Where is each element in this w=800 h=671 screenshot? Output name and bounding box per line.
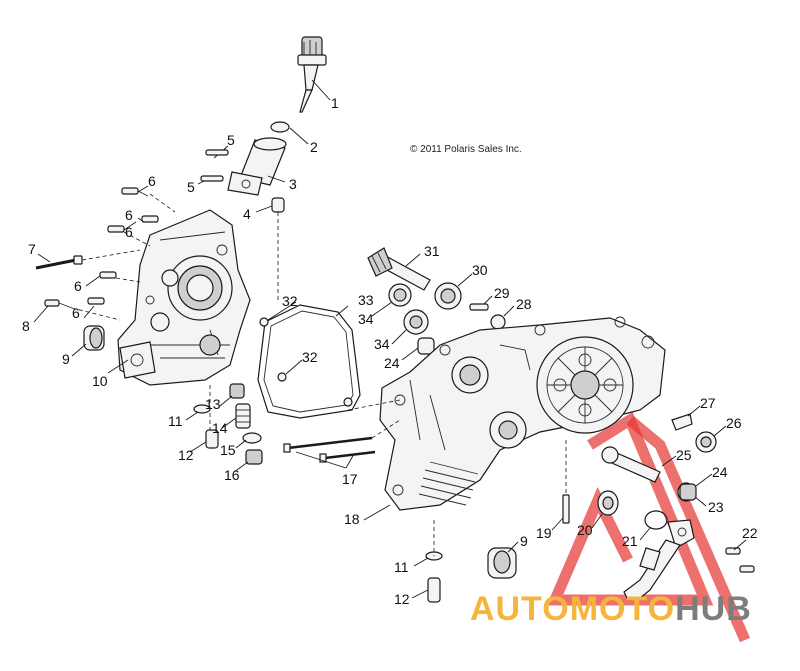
part-6-bolts-left (87, 187, 159, 305)
callout-6a: 6 (148, 173, 156, 189)
kickstart-lever (623, 519, 695, 601)
part-17-case-bolts (283, 436, 376, 463)
callout-10: 10 (92, 373, 108, 389)
watermark-text: AUTOMOTOHUB (470, 590, 752, 628)
watermark-word-moto: MOTO (570, 590, 675, 628)
part-2-o-ring (270, 121, 290, 133)
watermark-word-hub: HUB (675, 590, 752, 628)
callout-24a: 24 (712, 464, 728, 480)
part-12-plug (205, 429, 219, 449)
callout-9b: 9 (520, 533, 528, 549)
part-1-dipstick (297, 36, 327, 113)
part-18-right-crankcase (379, 316, 666, 511)
callout-6d: 6 (74, 278, 82, 294)
part-9-sleeve-right (487, 547, 517, 579)
part-14-spring (235, 403, 251, 429)
part-7-long-bolt (35, 255, 83, 270)
callout-23: 23 (708, 499, 724, 515)
part-4-washer (271, 197, 285, 213)
callout-5b: 5 (187, 179, 195, 195)
part-28-nut (490, 314, 506, 330)
callout-29: 29 (494, 285, 510, 301)
part-34-bearing-lower (403, 309, 429, 335)
callout-3: 3 (289, 176, 297, 192)
callout-34a: 34 (358, 311, 374, 327)
callout-24b: 24 (384, 355, 400, 371)
callout-28: 28 (516, 296, 532, 312)
part-8-bolt (44, 299, 73, 309)
callout-33: 33 (358, 292, 374, 308)
part-5-bolts (200, 149, 229, 182)
callout-11b: 11 (394, 559, 409, 575)
callout-27: 27 (700, 395, 716, 411)
part-16-drain-plug (245, 449, 263, 465)
callout-25: 25 (676, 447, 692, 463)
part-9-sleeve-left (83, 325, 105, 351)
part-34-bearing-upper (388, 283, 412, 307)
part-3-filler-tube (227, 137, 287, 196)
callout-4: 4 (243, 206, 251, 222)
callout-labels: 1 2 3 4 5 5 6 6 6 6 6 7 8 9 10 11 12 13 … (22, 95, 758, 607)
part-12-plug-lower (427, 577, 441, 603)
callout-26: 26 (726, 415, 742, 431)
part-15-o-ring (242, 432, 262, 444)
callout-1: 1 (331, 95, 339, 111)
callout-14: 14 (212, 420, 228, 436)
callout-31: 31 (424, 243, 440, 259)
callout-16: 16 (224, 467, 240, 483)
callout-15: 15 (220, 442, 236, 458)
callout-32a: 32 (282, 293, 298, 309)
part-26-seal (695, 431, 717, 453)
part-27-clip (671, 413, 693, 431)
callout-6b: 6 (125, 207, 133, 223)
part-19-pin (562, 494, 570, 524)
part-33-gasket (257, 304, 361, 419)
callout-18: 18 (344, 511, 360, 527)
callout-7: 7 (28, 241, 36, 257)
part-30-bearing (434, 282, 462, 310)
callout-22: 22 (742, 525, 758, 541)
callout-17: 17 (342, 471, 358, 487)
part-13-cap (229, 383, 245, 399)
callout-6e: 6 (72, 305, 80, 321)
part-25-shaft (601, 446, 661, 483)
part-21-circlip (644, 510, 668, 530)
part-22-bolts (725, 547, 755, 573)
part-29-bolt (469, 303, 489, 311)
callout-21: 21 (622, 533, 638, 549)
callout-9a: 9 (62, 351, 70, 367)
callout-32b: 32 (302, 349, 318, 365)
callout-19: 19 (536, 525, 552, 541)
callout-6c: 6 (125, 224, 133, 240)
callout-13: 13 (205, 396, 221, 412)
callout-30: 30 (472, 262, 488, 278)
callout-34b: 34 (374, 336, 390, 352)
part-24-bushing-right (679, 483, 697, 501)
callout-8: 8 (22, 318, 30, 334)
copyright-text: © 2011 Polaris Sales Inc. (410, 144, 522, 155)
part-24-bushing-upper (417, 337, 435, 355)
part-31-shaft (367, 247, 431, 291)
watermark-word-auto: AUTO (470, 590, 570, 628)
callout-20: 20 (577, 522, 593, 538)
callout-12b: 12 (394, 591, 410, 607)
part-10-left-crankcase (117, 209, 251, 386)
callout-11a: 11 (168, 413, 183, 429)
callout-12a: 12 (178, 447, 194, 463)
callout-5a: 5 (227, 132, 235, 148)
callout-2: 2 (310, 139, 318, 155)
part-20-seal (597, 490, 619, 516)
